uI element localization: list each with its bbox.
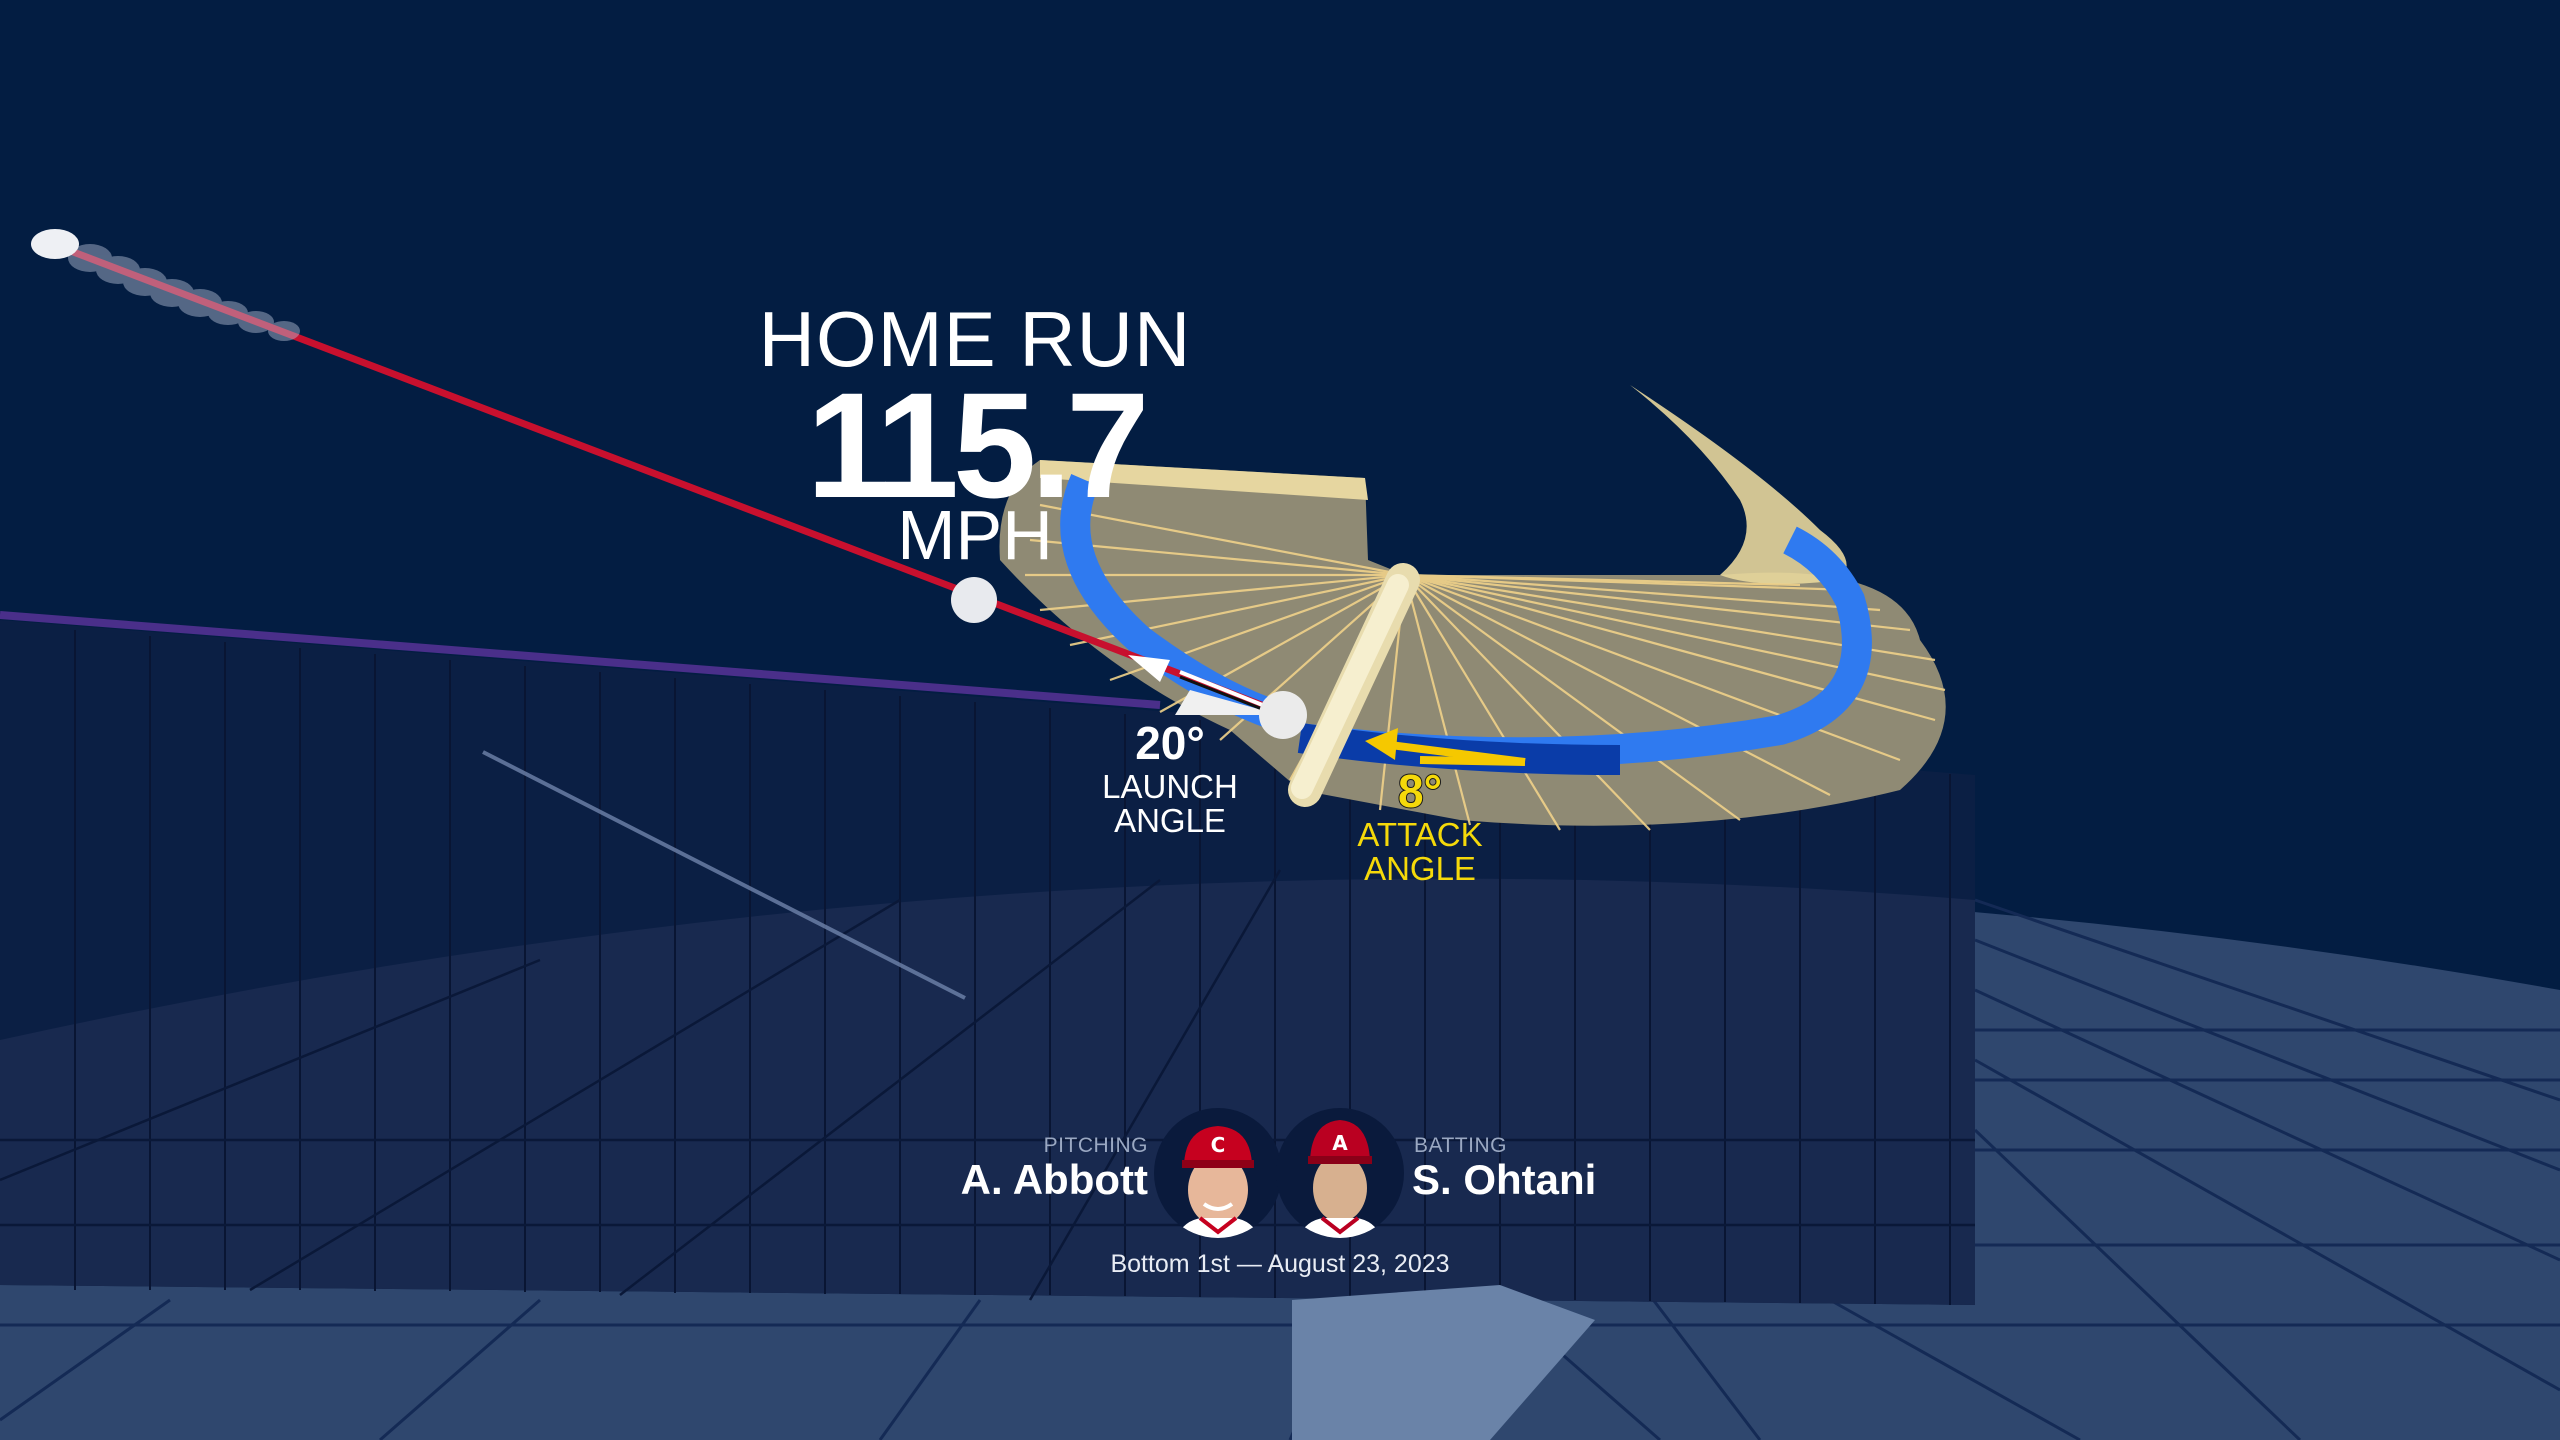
wall-floor-region [0, 878, 1975, 1305]
exit-velocity-unit: MPH [897, 496, 1053, 574]
attack-angle-value: 8° [1397, 765, 1443, 817]
pitcher-name: A. Abbott [960, 1156, 1148, 1203]
pitcher-headshot-avatar: C [1154, 1108, 1282, 1238]
attack-angle-arrow [1365, 728, 1526, 766]
launch-angle-label-line2: ANGLE [1114, 801, 1226, 839]
launch-angle-label: LAUNCH ANGLE [1050, 770, 1290, 837]
launch-angle-label-line1: LAUNCH [1102, 768, 1238, 805]
ball-far [31, 229, 79, 259]
result-title: HOME RUN [758, 295, 1192, 383]
ground-grid [0, 898, 2560, 1440]
batter-headshot-avatar: A [1276, 1108, 1404, 1238]
attack-angle-label: ATTACK ANGLE [1300, 818, 1540, 885]
home-plate [1292, 1285, 1595, 1440]
foul-line [482, 750, 966, 1000]
ball-mid [951, 577, 997, 623]
angels-logo-icon: A [1332, 1131, 1348, 1155]
pitcher-role-label: PITCHING [1043, 1134, 1148, 1157]
batter-role-label: BATTING [1414, 1134, 1507, 1157]
attack-angle-label-line1: ATTACK [1357, 816, 1483, 853]
reds-logo-icon: C [1211, 1133, 1226, 1157]
batter-name: S. Ohtani [1412, 1156, 1597, 1203]
launch-angle-wedge [1175, 690, 1280, 715]
wall-grid-diagonals [0, 869, 1975, 1301]
exit-velocity-value: 115.7 [806, 361, 1149, 529]
launch-angle-value: 20° [1135, 717, 1205, 769]
ball-contact [1259, 691, 1307, 739]
bat [1288, 563, 1420, 807]
attack-angle-label-line2: ANGLE [1364, 849, 1476, 887]
game-info: Bottom 1st — August 23, 2023 [1110, 1250, 1450, 1278]
ball-trail [68, 244, 300, 341]
matchup-card: PITCHING A. Abbott C A BATTING S. Ohtani… [900, 1100, 1660, 1290]
pitch-trajectory [0, 611, 1161, 709]
